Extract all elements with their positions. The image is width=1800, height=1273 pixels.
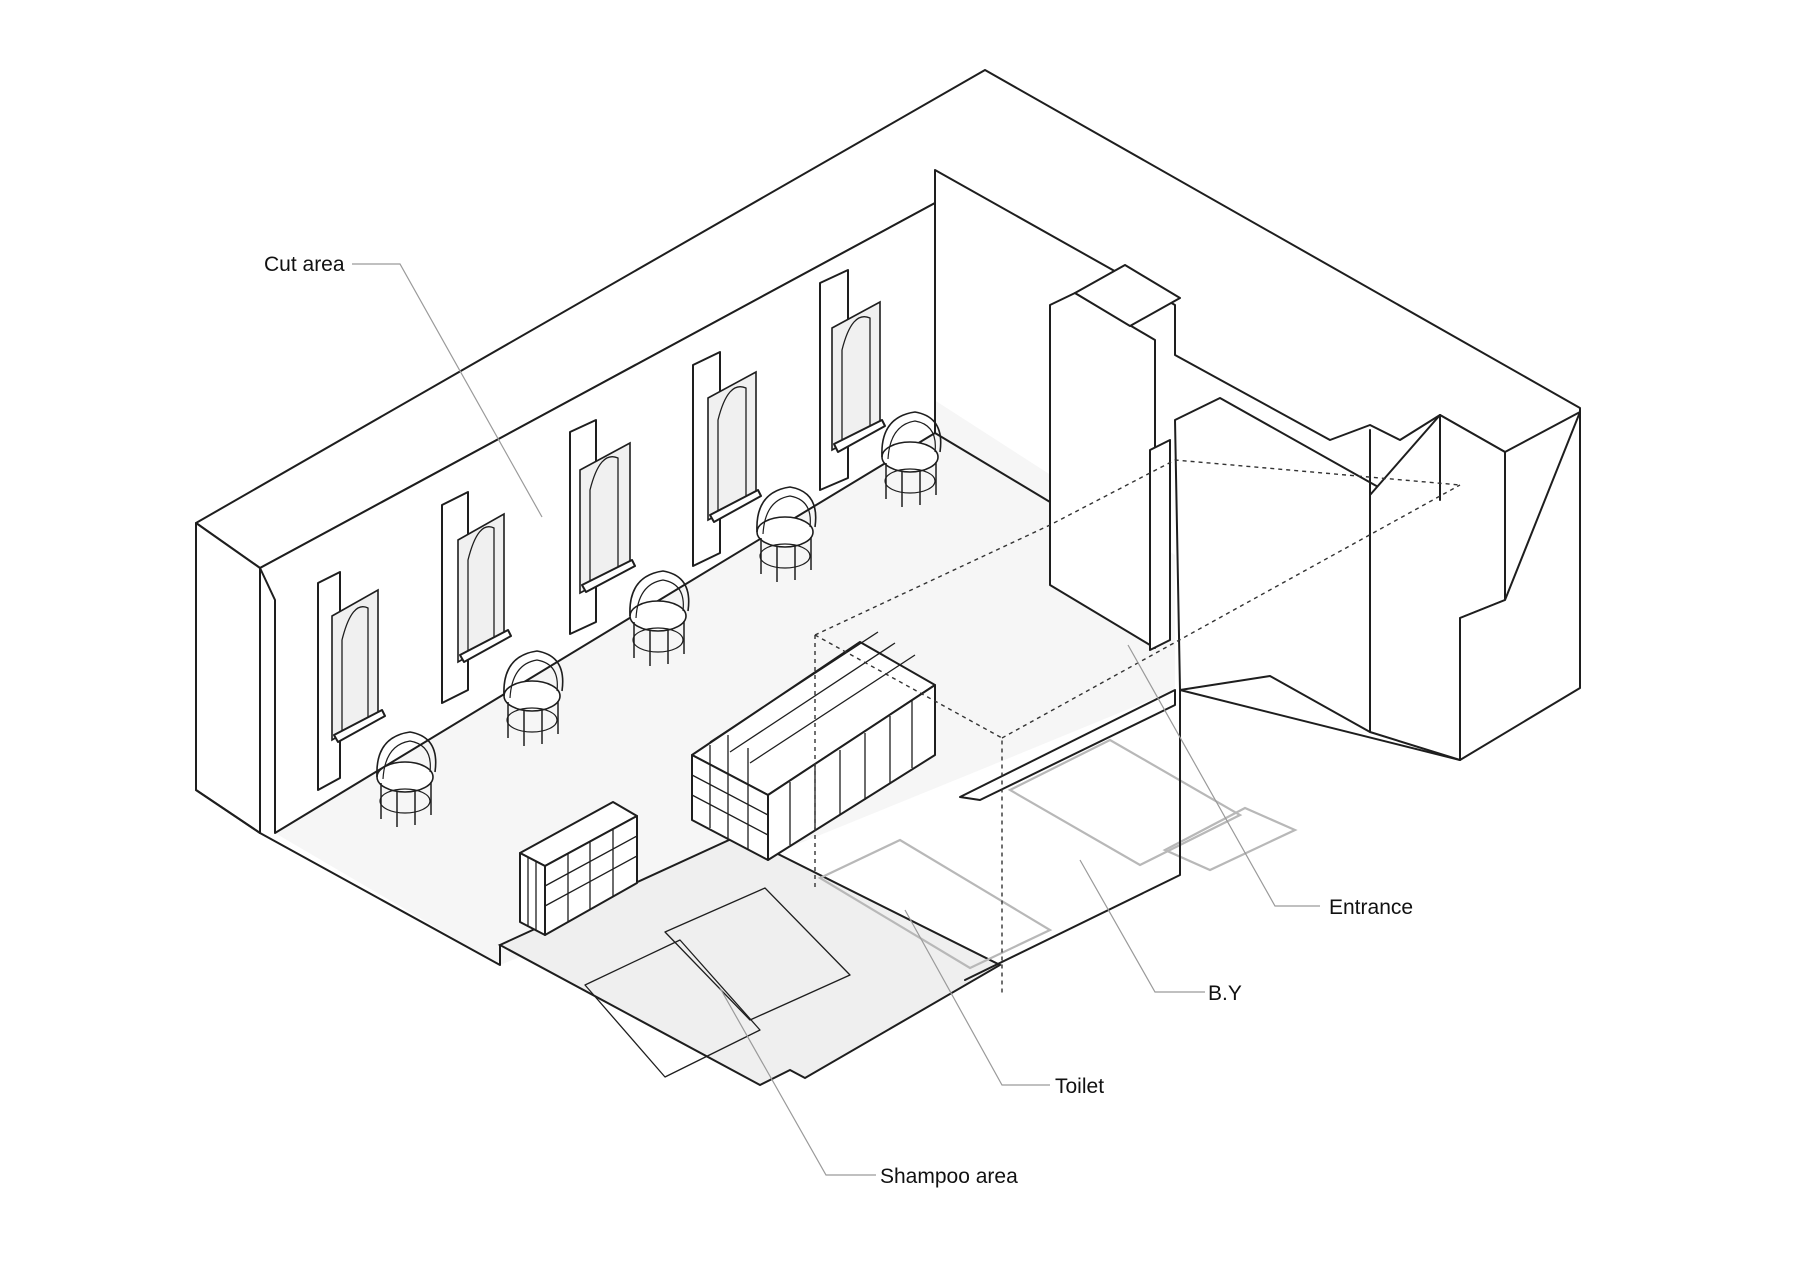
column-5 <box>819 269 886 491</box>
salon-chair <box>629 570 690 666</box>
right-room-block-3 <box>1459 411 1581 761</box>
salon-chair <box>881 411 942 507</box>
by-label: B.Y <box>1208 982 1242 1005</box>
salon-chairs <box>376 411 942 827</box>
salon-chair <box>376 731 437 827</box>
back-wall-top <box>195 69 1581 569</box>
entrance-door <box>1149 439 1171 651</box>
storage-cabinet <box>519 801 638 936</box>
right-room-block <box>1174 397 1381 733</box>
reception-counter <box>691 631 936 861</box>
entrance-leader <box>1127 644 1320 907</box>
floor-edge-right <box>1179 689 1461 761</box>
floor-edge-front <box>964 689 1181 981</box>
salon-chair <box>503 650 564 746</box>
small-room-top <box>1074 264 1181 327</box>
partition-wall <box>1049 292 1156 649</box>
column-3 <box>569 419 636 635</box>
shampoo-area-leader <box>719 987 876 1176</box>
shampoo-area-label: Shampoo area <box>880 1165 1018 1188</box>
cut-stations <box>317 269 886 791</box>
toilet-label: Toilet <box>1055 1075 1104 1098</box>
entrance-label: Entrance <box>1329 896 1413 919</box>
by-leader <box>1079 859 1205 993</box>
left-floor-front <box>259 832 501 966</box>
entrance-step <box>959 689 1176 801</box>
entrance-volume-front <box>814 634 1003 995</box>
floor-back-line <box>934 432 1056 506</box>
column-4 <box>692 351 762 567</box>
toilet-leader <box>904 909 1050 1086</box>
left-end-wall <box>195 522 261 834</box>
cut-area-leader <box>352 263 543 518</box>
entrance-mat <box>1007 738 1243 867</box>
shampoo-mat-1 <box>584 939 761 1078</box>
salon-chair <box>756 486 817 582</box>
entrance-volume-top <box>814 459 1461 636</box>
by-mat <box>1162 806 1298 872</box>
column-2 <box>441 491 512 704</box>
left-wall-bottom <box>195 789 261 834</box>
cut-area-label: Cut area <box>264 253 345 276</box>
column-1 <box>317 571 386 791</box>
